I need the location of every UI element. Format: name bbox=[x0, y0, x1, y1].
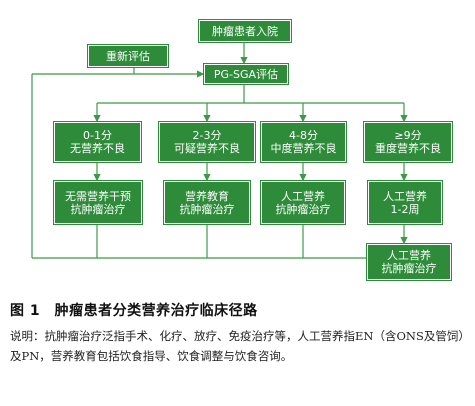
action-box-3: 人工营养 1-2周 bbox=[368, 181, 442, 224]
action-line-1: 人工营养 bbox=[281, 189, 325, 203]
action-line-2: 抗肿瘤治疗 bbox=[275, 202, 331, 216]
action-line-1: 人工营养 bbox=[383, 189, 427, 203]
action-line-1: 无需营养干预 bbox=[65, 189, 131, 203]
grade-status: 可疑营养不良 bbox=[174, 142, 240, 155]
final-line-2: 抗肿瘤治疗 bbox=[381, 262, 437, 275]
grade-box-0: 0-1分 无营养不良 bbox=[54, 122, 141, 162]
grade-score: 0-1分 bbox=[83, 129, 112, 142]
action-box-2: 人工营养 抗肿瘤治疗 bbox=[261, 181, 345, 224]
grade-status: 无营养不良 bbox=[70, 142, 125, 155]
assessment-label: PG-SGA评估 bbox=[213, 67, 279, 81]
grade-box-2: 4-8分 中度营养不良 bbox=[261, 122, 346, 162]
figure-caption: 图 1 肿瘤患者分类营养治疗临床径路 说明：抗肿瘤治疗泛指手术、化疗、放疗、免疫… bbox=[10, 300, 468, 366]
figure-title: 图 1 肿瘤患者分类营养治疗临床径路 bbox=[10, 303, 258, 319]
grade-box-1: 2-3分 可疑营养不良 bbox=[159, 122, 255, 162]
grade-status: 中度营养不良 bbox=[270, 142, 337, 155]
grade-score: ≥9分 bbox=[394, 129, 422, 142]
action-line-2: 抗肿瘤治疗 bbox=[70, 202, 126, 216]
figure-note: 说明：抗肿瘤治疗泛指手术、化疗、放疗、免疫治疗等，人工营养指EN（含ONS及管饲… bbox=[10, 329, 465, 363]
admission-label: 肿瘤患者入院 bbox=[212, 24, 278, 38]
clinical-pathway-flowchart: 肿瘤患者入院 重新评估 PG-SGA评估 0-1分 无营养不良 2-3分 可疑营… bbox=[31, 20, 452, 280]
action-box-0: 无需营养干预 抗肿瘤治疗 bbox=[54, 181, 142, 224]
assessment-box: PG-SGA评估 bbox=[204, 64, 288, 84]
reassess-box: 重新评估 bbox=[88, 45, 168, 67]
final-box: 人工营养 抗肿瘤治疗 bbox=[367, 244, 451, 280]
action-line-1: 营养教育 bbox=[185, 189, 229, 203]
grade-score: 4-8分 bbox=[289, 129, 318, 142]
action-line-2: 抗肿瘤治疗 bbox=[179, 202, 235, 216]
grade-status: 重度营养不良 bbox=[375, 142, 441, 155]
grade-box-3: ≥9分 重度营养不良 bbox=[364, 122, 452, 162]
admission-box: 肿瘤患者入院 bbox=[199, 20, 291, 42]
final-line-1: 人工营养 bbox=[387, 249, 431, 262]
flow-connectors bbox=[31, 43, 408, 259]
action-line-2: 1-2周 bbox=[390, 202, 420, 216]
reassess-label: 重新评估 bbox=[106, 49, 150, 63]
action-box-1: 营养教育 抗肿瘤治疗 bbox=[164, 181, 250, 224]
grade-score: 2-3分 bbox=[192, 129, 222, 142]
